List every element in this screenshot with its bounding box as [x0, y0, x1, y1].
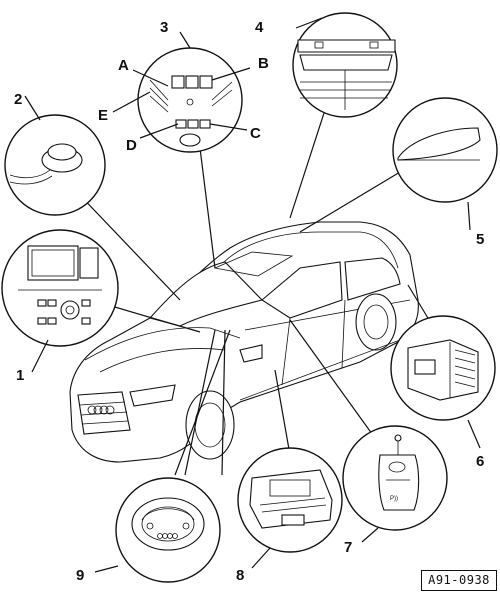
audi-rings-logo — [87, 405, 115, 415]
sub-label-a: A — [118, 57, 129, 74]
reference-code: A91-0938 — [421, 570, 497, 591]
detail-circle-5-roof-antenna — [392, 97, 498, 203]
callout-8: 8 — [236, 567, 244, 584]
detail-circle-7-mobile-phone: P)) — [342, 425, 448, 543]
callout-1: 1 — [16, 367, 24, 384]
svg-text:P)): P)) — [390, 496, 398, 502]
callout-6: 6 — [476, 453, 484, 470]
callout-7: 7 — [344, 539, 352, 556]
callout-5: 5 — [476, 231, 484, 248]
detail-circle-3-overhead-console — [112, 47, 251, 153]
detail-circle-8-control-module — [237, 447, 343, 569]
callout-labels: 1 2 3 4 5 6 7 8 9 A B C D E — [14, 19, 484, 584]
callout-2: 2 — [14, 91, 22, 108]
detail-circle-9-steering-wheel — [94, 477, 221, 583]
sub-label-d: D — [126, 137, 137, 154]
detail-circle-1-control-panel — [1, 229, 119, 347]
detail-circle-6-control-unit — [390, 315, 496, 449]
callout-9: 9 — [76, 567, 84, 584]
callout-4: 4 — [255, 19, 264, 36]
sub-label-b: B — [258, 55, 269, 72]
sub-label-e: E — [98, 107, 108, 124]
car-illustration — [69, 221, 419, 463]
sub-label-c: C — [250, 125, 261, 142]
callout-3: 3 — [160, 19, 168, 36]
detail-circle-2-antenna — [4, 114, 106, 216]
detail-circle-4-rear-window — [292, 12, 398, 118]
